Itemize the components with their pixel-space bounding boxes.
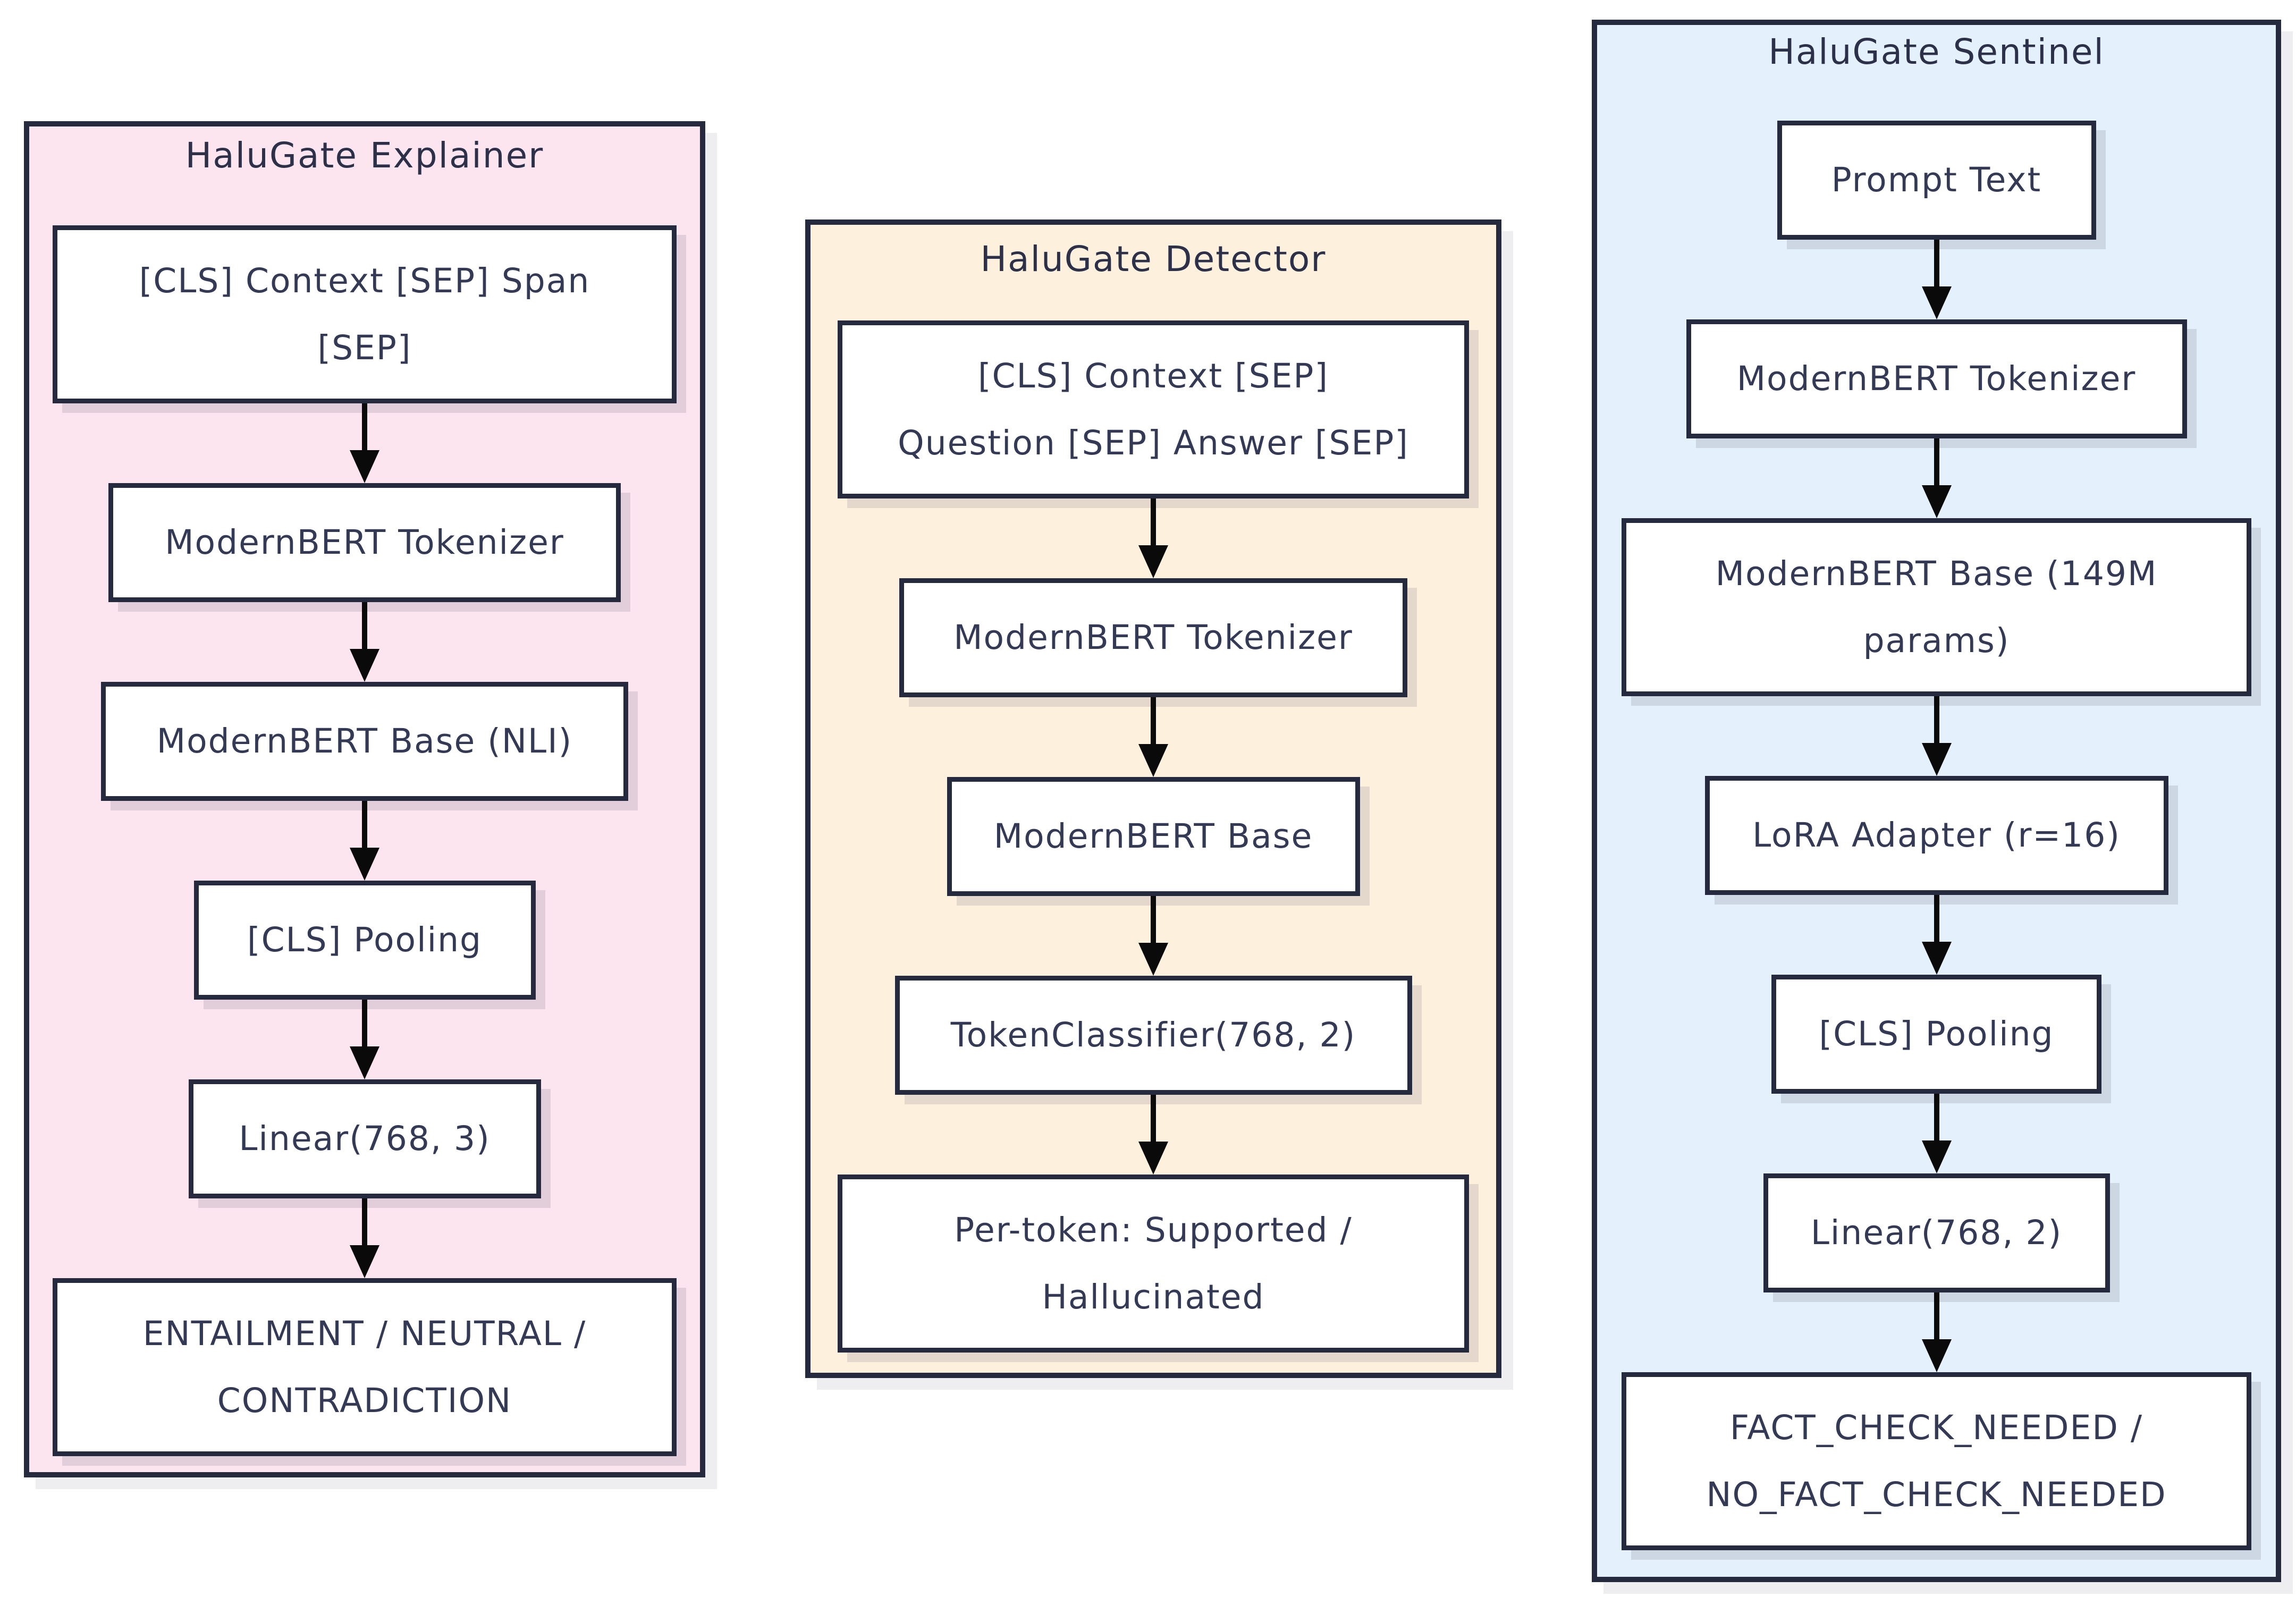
panel-halugate-sentinel: HaluGate Sentinel Prompt Text ModernBERT… [1592,20,2281,1582]
node-modernbert-tokenizer-detector: ModernBERT Tokenizer [899,578,1407,697]
arrow-shaft [1934,1292,1939,1339]
arrow-head-icon [1921,485,1952,518]
node-prompt-text: Prompt Text [1777,121,2096,240]
arrow-shaft [1151,697,1156,744]
panel-halugate-detector: HaluGate Detector [CLS] Context [SEP] Qu… [805,219,1501,1378]
arrow-shaft [362,1198,367,1245]
panel-title-sentinel: HaluGate Sentinel [1768,31,2105,72]
down-arrow [350,403,379,483]
down-arrow [350,1000,379,1079]
node-lora-adapter-r16: LoRA Adapter (r=16) [1704,776,2168,895]
arrow-shaft [362,403,367,450]
arrow-shaft [1934,240,1939,286]
down-arrow [350,602,379,682]
down-arrow [1921,1292,1952,1372]
arrow-head-icon [1138,744,1168,777]
node-cls-pooling-sentinel: [CLS] Pooling [1771,975,2101,1094]
arrow-head-icon [1138,943,1168,976]
arrow-shaft [1151,1095,1156,1142]
arrow-shaft [1934,1094,1939,1140]
down-arrow [1921,696,1952,776]
node-modernbert-tokenizer-sentinel: ModernBERT Tokenizer [1686,319,2187,438]
down-arrow [350,801,379,881]
node-linear-768-3: Linear(768, 3) [188,1079,541,1198]
node-modernbert-base-149m: ModernBERT Base (149M params) [1622,518,2251,696]
down-arrow [1138,896,1168,976]
arrow-head-icon [350,1245,379,1278]
arrow-head-icon [1921,286,1952,319]
down-arrow [1921,240,1952,319]
down-arrow [1138,1095,1168,1174]
arrow-head-icon [350,649,379,682]
arrow-shaft [1934,438,1939,485]
arrow-shaft [1934,895,1939,942]
panel-title-explainer: HaluGate Explainer [185,135,544,176]
arrow-shaft [1934,696,1939,743]
arrow-shaft [1151,896,1156,943]
down-arrow [350,1198,379,1278]
arrow-head-icon [1921,942,1952,975]
node-cls-context-question-answer: [CLS] Context [SEP] Question [SEP] Answe… [838,320,1469,498]
arrow-head-icon [350,1046,379,1079]
node-modernbert-base-detector: ModernBERT Base [947,777,1360,896]
arrow-shaft [362,602,367,649]
arrow-head-icon [350,848,379,881]
arrow-head-icon [350,450,379,483]
node-entailment-neutral-contradiction: ENTAILMENT / NEUTRAL / CONTRADICTION [53,1278,677,1456]
down-arrow [1138,697,1168,777]
node-fact-check-needed: FACT_CHECK_NEEDED / NO_FACT_CHECK_NEEDED [1622,1372,2251,1550]
arrow-shaft [362,801,367,848]
node-tokenclassifier-768-2: TokenClassifier(768, 2) [894,976,1412,1095]
node-per-token-supported-hallucinated: Per-token: Supported / Hallucinated [838,1174,1469,1353]
down-arrow [1138,498,1168,578]
arrow-head-icon [1138,545,1168,578]
node-cls-pooling-explainer: [CLS] Pooling [193,881,536,1000]
arrow-head-icon [1921,1339,1952,1372]
down-arrow [1921,1094,1952,1173]
node-modernbert-base-nli: ModernBERT Base (NLI) [101,682,628,801]
node-cls-context-sep-span: [CLS] Context [SEP] Span [SEP] [53,225,677,403]
arrow-head-icon [1921,1140,1952,1173]
arrow-shaft [362,1000,367,1046]
arrow-head-icon [1138,1142,1168,1174]
down-arrow [1921,438,1952,518]
node-linear-768-2: Linear(768, 2) [1763,1173,2110,1292]
down-arrow [1921,895,1952,975]
panel-title-detector: HaluGate Detector [980,239,1327,280]
arrow-shaft [1151,498,1156,545]
arrow-head-icon [1921,743,1952,776]
node-modernbert-tokenizer-explainer: ModernBERT Tokenizer [108,483,621,602]
panel-halugate-explainer: HaluGate Explainer [CLS] Context [SEP] S… [24,121,705,1477]
